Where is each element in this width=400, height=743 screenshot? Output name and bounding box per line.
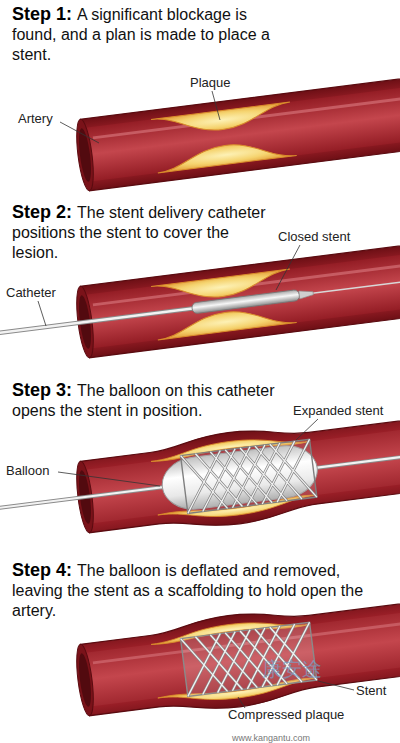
step-text-block: Step 1:A significant blockage is found, … — [12, 4, 277, 65]
artery-panel — [0, 409, 400, 555]
step-heading: Step 1: — [12, 4, 72, 24]
leader-line — [238, 697, 245, 708]
artery-wall — [79, 409, 400, 543]
part-label: Balloon — [6, 463, 49, 478]
part-label: Stent — [356, 683, 386, 698]
artery-lumen — [82, 86, 400, 182]
watermark: www.kangantu.com — [232, 733, 310, 743]
watermark: 康安途 — [262, 657, 322, 681]
part-label: Artery — [18, 111, 53, 126]
label-block: Closed stent — [278, 228, 350, 244]
artery-opening — [74, 118, 97, 191]
stent-outline — [181, 439, 317, 513]
label-block: Catheter — [6, 284, 56, 300]
artery-lumen — [82, 253, 400, 349]
stent-struts — [181, 439, 317, 513]
artery-wall — [80, 244, 400, 358]
leader-line — [58, 472, 160, 486]
step-heading: Step 3: — [12, 380, 72, 400]
leader-line — [276, 245, 300, 290]
label-block: www.kangantu.com — [232, 728, 310, 743]
artery-opening — [74, 643, 97, 716]
artery-wall — [80, 77, 400, 191]
catheter-line — [0, 308, 196, 335]
closed-stent — [191, 289, 300, 313]
part-label: Expanded stent — [293, 403, 383, 418]
leader-lines — [38, 91, 354, 708]
part-label: Catheter — [6, 285, 56, 300]
artery-opening — [77, 653, 94, 708]
label-block: Artery — [18, 110, 53, 126]
part-label: Closed stent — [278, 229, 350, 244]
leader-line — [38, 301, 46, 326]
artery-panel — [72, 592, 400, 727]
stent-struts — [181, 439, 317, 513]
artery-panel — [0, 244, 400, 371]
artery-lumen — [80, 418, 400, 534]
label-block: 康安途 — [262, 656, 322, 683]
part-label: Plaque — [190, 75, 230, 90]
artery-panel — [74, 77, 400, 192]
leader-line — [60, 122, 99, 143]
step-text-block: Step 4:The balloon is deflated and remov… — [12, 560, 367, 621]
step-heading: Step 2: — [12, 202, 72, 222]
label-block: Stent — [356, 682, 386, 698]
step-text-block: Step 2:The stent delivery catheter posit… — [12, 202, 277, 263]
label-block: Compressed plaque — [228, 706, 344, 722]
plaque-shape — [155, 137, 296, 173]
guide-wire — [298, 279, 400, 295]
artery-highlight — [93, 97, 400, 138]
artery-wall — [79, 592, 400, 726]
label-block: Plaque — [190, 74, 230, 90]
leader-line — [318, 681, 354, 690]
stent-mesh — [181, 439, 317, 513]
step-heading: Step 4: — [12, 560, 72, 580]
step-text-block: Step 3:The balloon on this catheter open… — [12, 380, 312, 421]
catheter-line — [0, 308, 196, 335]
label-block: Expanded stent — [293, 402, 383, 418]
part-label: Compressed plaque — [228, 707, 344, 722]
label-block: Balloon — [6, 462, 49, 478]
plaque-shape — [151, 102, 292, 138]
catheter-tip — [299, 289, 314, 299]
artery-lumen — [80, 601, 400, 717]
leader-line — [212, 91, 220, 120]
leader-line — [296, 419, 318, 440]
